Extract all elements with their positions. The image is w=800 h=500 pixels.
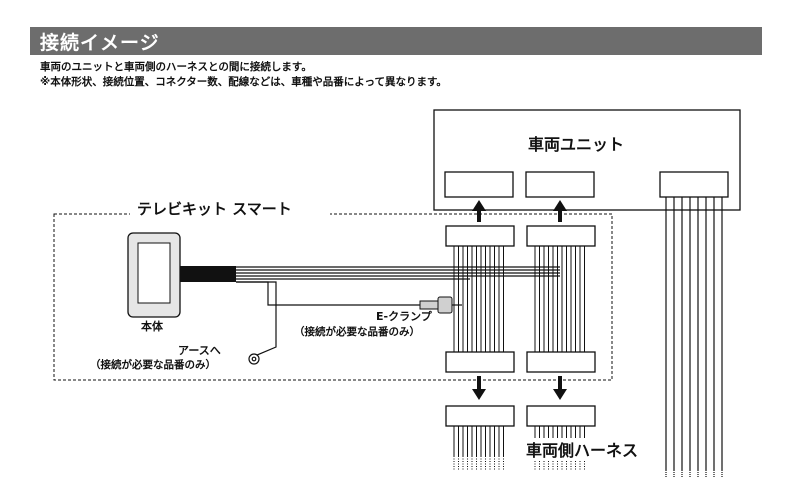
- unit-harness-wires: [665, 197, 723, 478]
- harness-connector-2: [526, 405, 596, 427]
- description-line-2: ※本体形状、接続位置、コネクター数、配線などは、車種や品番によって異なります。: [40, 76, 447, 88]
- main-body-screen: [137, 242, 171, 304]
- kit-connector-bottom-1: [445, 351, 515, 373]
- kit-connector-top-1: [445, 225, 515, 247]
- kit-connector-top-2: [526, 225, 596, 247]
- down-arrow-2: [553, 376, 567, 400]
- harness-connector-1: [445, 405, 515, 427]
- ground-label: アースへ: [178, 344, 221, 357]
- down-arrow-1: [472, 376, 486, 400]
- e-clamp-label: E-クランプ: [376, 309, 433, 323]
- up-arrow-1: [472, 200, 486, 222]
- harness-label: 車両側ハーネス: [526, 441, 638, 460]
- vehicle-unit-label: 車両ユニット: [528, 135, 624, 154]
- up-arrow-2: [553, 200, 567, 222]
- unit-connector-1: [444, 171, 514, 198]
- main-body-label: 本体: [141, 319, 164, 333]
- ground-note: （接続が必要な品番のみ）: [90, 358, 216, 371]
- section-banner: 接続イメージ: [30, 27, 762, 55]
- e-clamp: [419, 296, 462, 314]
- cable-wires: [236, 266, 560, 359]
- kit-boundary: [53, 213, 613, 381]
- main-cable: [180, 266, 236, 282]
- kit-connector-wires: [453, 246, 585, 352]
- description-line-1: 車両のユニットと車両側のハーネスとの間に接続します。: [40, 61, 312, 73]
- e-clamp-note: （接続が必要な品番のみ）: [294, 325, 420, 338]
- unit-connector-2: [525, 171, 595, 198]
- unit-connector-3: [659, 171, 729, 198]
- kit-connector-bottom-2: [526, 351, 596, 373]
- kit-title: テレビキット スマート: [137, 200, 292, 218]
- section-title: 接続イメージ: [40, 32, 160, 54]
- ground-terminal: [248, 353, 260, 365]
